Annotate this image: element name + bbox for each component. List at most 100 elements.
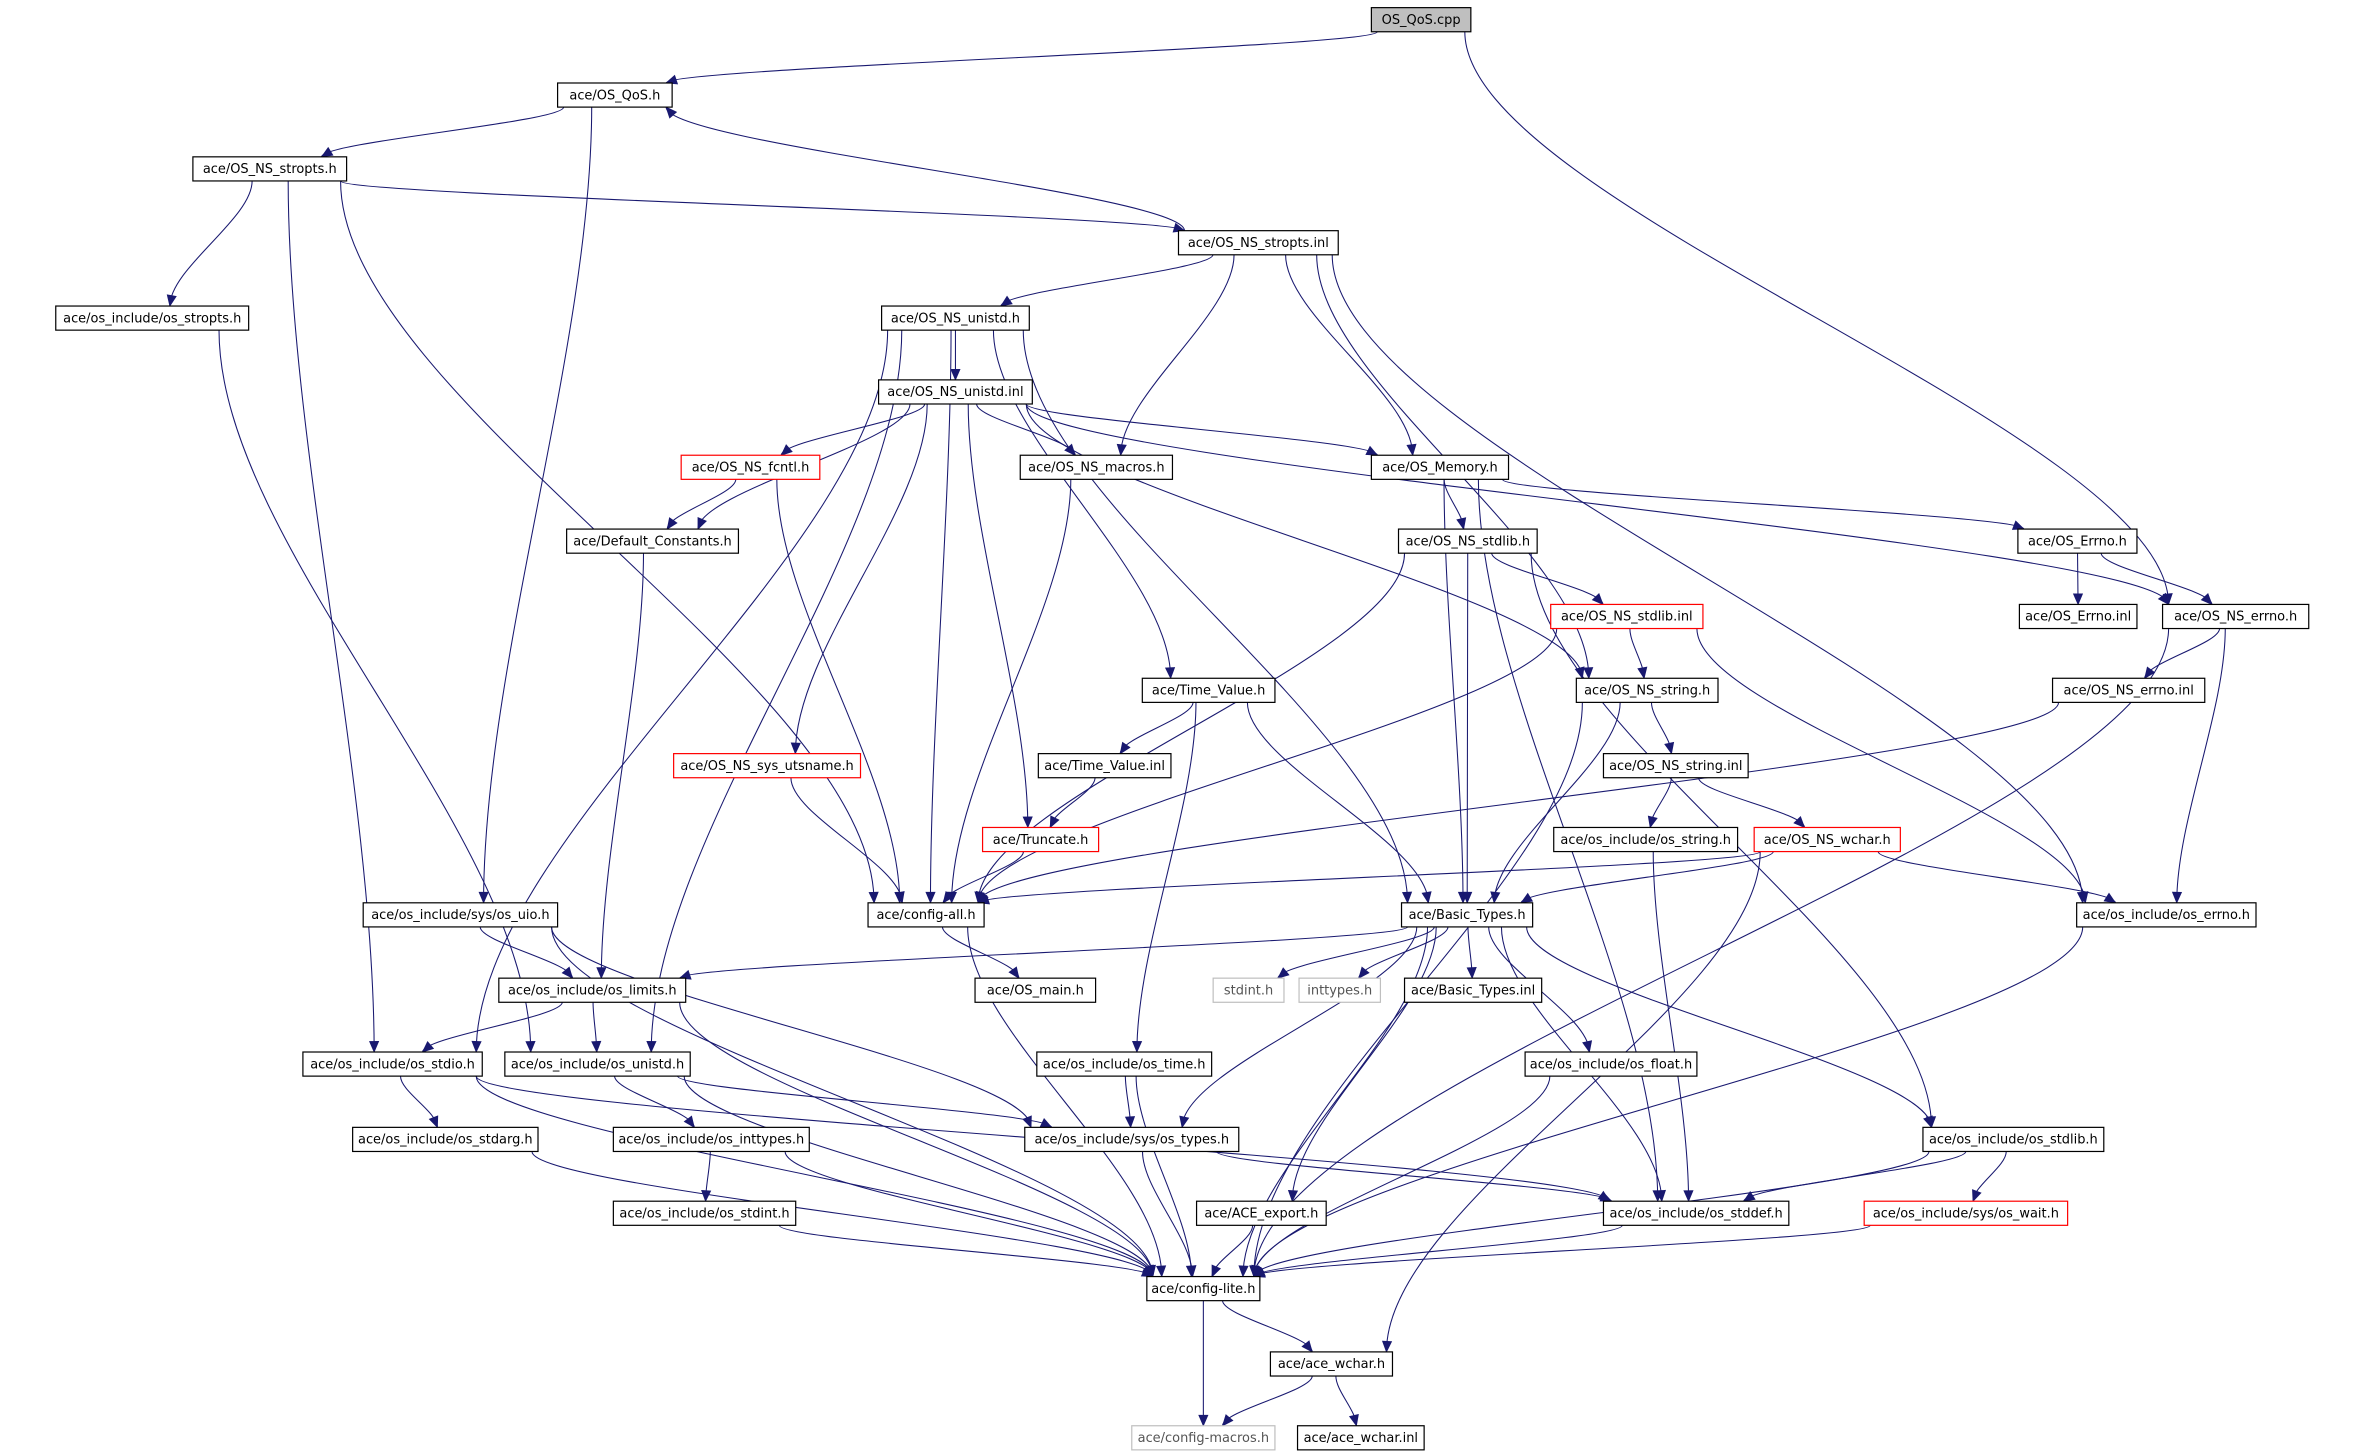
- node-os-qos-cpp[interactable]: OS_QoS.cpp: [1370, 7, 1472, 33]
- node-label: ace/OS_NS_string.inl: [1609, 759, 1742, 774]
- node-ace-os-ns-string-inl[interactable]: ace/OS_NS_string.inl: [1602, 753, 1749, 779]
- node-label: ace/OS_main.h: [987, 983, 1084, 998]
- arrowhead-icon: [701, 1190, 712, 1203]
- node-ace-os-include-os-errno-h[interactable]: ace/os_include/os_errno.h: [2076, 902, 2257, 928]
- node-ace-os-ns-stdlib-inl[interactable]: ace/OS_NS_stdlib.inl: [1550, 603, 1704, 630]
- node-ace-os-errno-inl[interactable]: ace/OS_Errno.inl: [2018, 603, 2138, 630]
- node-ace-basic-types-inl[interactable]: ace/Basic_Types.inl: [1403, 977, 1543, 1003]
- node-ace-os-main-h[interactable]: ace/OS_main.h: [974, 977, 1097, 1003]
- node-label: ace/os_include/os_inttypes.h: [618, 1133, 804, 1148]
- arrowhead-icon: [1116, 443, 1127, 457]
- edge-ace-basic-types-h-to-ace-os-include-sys-os-types-h: [1181, 926, 1418, 1128]
- node-ace-os-ns-stdlib-h[interactable]: ace/OS_NS_stdlib.h: [1397, 528, 1538, 554]
- node-box: [1296, 1425, 1425, 1451]
- node-label: ace/os_include/os_stropts.h: [63, 311, 241, 326]
- node-ace-os-include-os-stdlib-h[interactable]: ace/os_include/os_stdlib.h: [1922, 1126, 2105, 1153]
- node-ace-os-include-os-time-h[interactable]: ace/os_include/os_time.h: [1036, 1051, 1213, 1077]
- edge-ace-os-ns-errno-h-to-ace-os-include-os-errno-h: [2176, 628, 2226, 903]
- edge-ace-os-ns-stdlib-h-to-ace-basic-types-h: [1466, 553, 1469, 903]
- node-label: ace/OS_QoS.h: [569, 88, 660, 103]
- edge-ace-os-include-os-string-h-to-ace-os-include-os-stddef-h: [1652, 851, 1690, 1202]
- edges-layer: [166, 31, 2226, 1427]
- arrowhead-icon: [471, 1040, 482, 1053]
- node-ace-os-ns-wchar-h[interactable]: ace/OS_NS_wchar.h: [1753, 826, 1901, 853]
- node-box: [2051, 677, 2206, 703]
- node-ace-config-macros-h[interactable]: ace/config-macros.h: [1131, 1425, 1276, 1451]
- node-ace-os-ns-errno-h[interactable]: ace/OS_NS_errno.h: [2161, 603, 2310, 630]
- arrowhead-icon: [369, 1041, 380, 1053]
- edge-ace-os-include-sys-os-uio-h-to-ace-config-lite-h: [551, 926, 1154, 1277]
- node-label: ace/config-macros.h: [1138, 1431, 1269, 1446]
- node-ace-os-ns-stropts-h[interactable]: ace/OS_NS_stropts.h: [192, 156, 348, 182]
- node-label: inttypes.h: [1307, 983, 1372, 998]
- edge-ace-time-value-h-to-ace-time-value-inl: [1119, 702, 1194, 754]
- node-ace-os-include-os-stdarg-h[interactable]: ace/os_include/os_stdarg.h: [352, 1126, 539, 1153]
- node-ace-os-include-os-stdint-h[interactable]: ace/os_include/os_stdint.h: [612, 1200, 797, 1226]
- arrowhead-icon: [1198, 1414, 1209, 1427]
- node-label: ace/os_include/os_float.h: [1530, 1057, 1692, 1072]
- node-ace-os-include-sys-os-wait-h[interactable]: ace/os_include/sys/os_wait.h: [1863, 1200, 2069, 1226]
- edge-ace-os-include-sys-os-wait-h-to-ace-config-lite-h: [1253, 1224, 1871, 1278]
- node-ace-os-include-os-inttypes-h[interactable]: ace/os_include/os_inttypes.h: [612, 1126, 810, 1153]
- arrowhead-icon: [1406, 443, 1417, 457]
- node-ace-os-ns-unistd-inl[interactable]: ace/OS_NS_unistd.inl: [877, 379, 1033, 405]
- node-ace-time-value-h[interactable]: ace/Time_Value.h: [1141, 677, 1276, 703]
- node-box: [302, 1051, 483, 1077]
- edge-ace-os-ns-wchar-h-to-ace-ace-wchar-h: [1385, 851, 1761, 1352]
- edge-ace-os-ns-unistd-inl-to-ace-os-ns-fcntl-h: [780, 403, 926, 456]
- node-box: [1019, 454, 1174, 480]
- node-ace-os-include-os-stdio-h[interactable]: ace/os_include/os_stdio.h: [302, 1051, 483, 1077]
- arrowhead-icon: [1421, 891, 1432, 904]
- node-ace-os-ns-errno-inl[interactable]: ace/OS_NS_errno.inl: [2051, 677, 2206, 703]
- node-box: [612, 1126, 810, 1153]
- arrowhead-icon: [925, 891, 936, 904]
- node-ace-ace-export-h[interactable]: ace/ACE_export.h: [1195, 1200, 1327, 1226]
- node-ace-os-ns-macros-h[interactable]: ace/OS_NS_macros.h: [1019, 454, 1174, 480]
- edge-ace-os-ns-fcntl-h-to-ace-config-all-h: [776, 479, 901, 903]
- arrowhead-icon: [1164, 667, 1176, 680]
- node-box: [566, 528, 740, 554]
- node-label: ace/OS_Errno.h: [2028, 534, 2127, 549]
- node-ace-os-include-sys-os-types-h[interactable]: ace/os_include/sys/os_types.h: [1024, 1126, 1240, 1153]
- node-ace-os-include-os-float-h[interactable]: ace/os_include/os_float.h: [1524, 1051, 1698, 1077]
- node-ace-os-memory-h[interactable]: ace/OS_Memory.h: [1370, 454, 1510, 480]
- node-ace-default-constants-h[interactable]: ace/Default_Constants.h: [566, 528, 740, 554]
- node-ace-os-include-os-string-h[interactable]: ace/os_include/os_string.h: [1553, 826, 1739, 853]
- edge-ace-os-include-os-stdint-h-to-ace-config-lite-h: [778, 1224, 1154, 1278]
- node-ace-os-qos-h[interactable]: ace/OS_QoS.h: [556, 82, 673, 108]
- node-box: [1400, 902, 1534, 928]
- arrowhead-icon: [591, 1040, 602, 1053]
- node-ace-os-include-sys-os-uio-h[interactable]: ace/os_include/sys/os_uio.h: [362, 902, 559, 928]
- arrowhead-icon: [780, 444, 793, 456]
- arrowhead-icon: [1923, 1115, 1933, 1129]
- node-ace-time-value-inl[interactable]: ace/Time_Value.inl: [1037, 753, 1172, 779]
- node-box: [1863, 1200, 2069, 1226]
- edge-ace-os-ns-unistd-inl-to-ace-os-ns-errno-h: [1025, 403, 2170, 605]
- node-label: ace/Basic_Types.h: [1409, 908, 1526, 923]
- node-box: [1602, 753, 1749, 779]
- node-stdint-h[interactable]: stdint.h: [1212, 977, 1285, 1003]
- node-label: ace/os_include/os_stdlib.h: [1929, 1133, 2098, 1148]
- edge-ace-os-ns-unistd-h-to-ace-os-include-os-stdio-h: [475, 330, 889, 1053]
- node-ace-os-include-os-stddef-h[interactable]: ace/os_include/os_stddef.h: [1602, 1200, 1790, 1226]
- node-ace-ace-wchar-h[interactable]: ace/ace_wchar.h: [1269, 1351, 1394, 1377]
- node-ace-os-include-os-unistd-h[interactable]: ace/os_include/os_unistd.h: [504, 1051, 691, 1077]
- node-ace-os-ns-unistd-h[interactable]: ace/OS_NS_unistd.h: [881, 305, 1030, 331]
- node-ace-os-include-os-limits-h[interactable]: ace/os_include/os_limits.h: [498, 977, 687, 1003]
- node-ace-ace-wchar-inl[interactable]: ace/ace_wchar.inl: [1296, 1425, 1425, 1451]
- node-ace-os-ns-fcntl-h[interactable]: ace/OS_NS_fcntl.h: [680, 454, 821, 480]
- node-ace-config-lite-h[interactable]: ace/config-lite.h: [1146, 1275, 1261, 1302]
- node-label: ace/ace_wchar.h: [1278, 1357, 1385, 1372]
- node-ace-os-include-os-stropts-h[interactable]: ace/os_include/os_stropts.h: [55, 305, 250, 331]
- node-box: [867, 902, 985, 928]
- node-ace-config-all-h[interactable]: ace/config-all.h: [867, 902, 985, 928]
- arrowhead-icon: [683, 1115, 695, 1129]
- node-ace-os-ns-sys-utsname-h[interactable]: ace/OS_NS_sys_utsname.h: [673, 753, 862, 779]
- node-ace-basic-types-h[interactable]: ace/Basic_Types.h: [1400, 902, 1534, 928]
- node-ace-os-ns-string-h[interactable]: ace/OS_NS_string.h: [1575, 677, 1719, 703]
- arrowhead-icon: [1972, 1189, 1982, 1203]
- node-ace-os-ns-stropts-inl[interactable]: ace/OS_NS_stropts.inl: [1177, 230, 1339, 256]
- node-ace-os-errno-h[interactable]: ace/OS_Errno.h: [2017, 528, 2138, 554]
- node-ace-truncate-h[interactable]: ace/Truncate.h: [981, 826, 1100, 853]
- node-inttypes-h[interactable]: inttypes.h: [1298, 977, 1382, 1003]
